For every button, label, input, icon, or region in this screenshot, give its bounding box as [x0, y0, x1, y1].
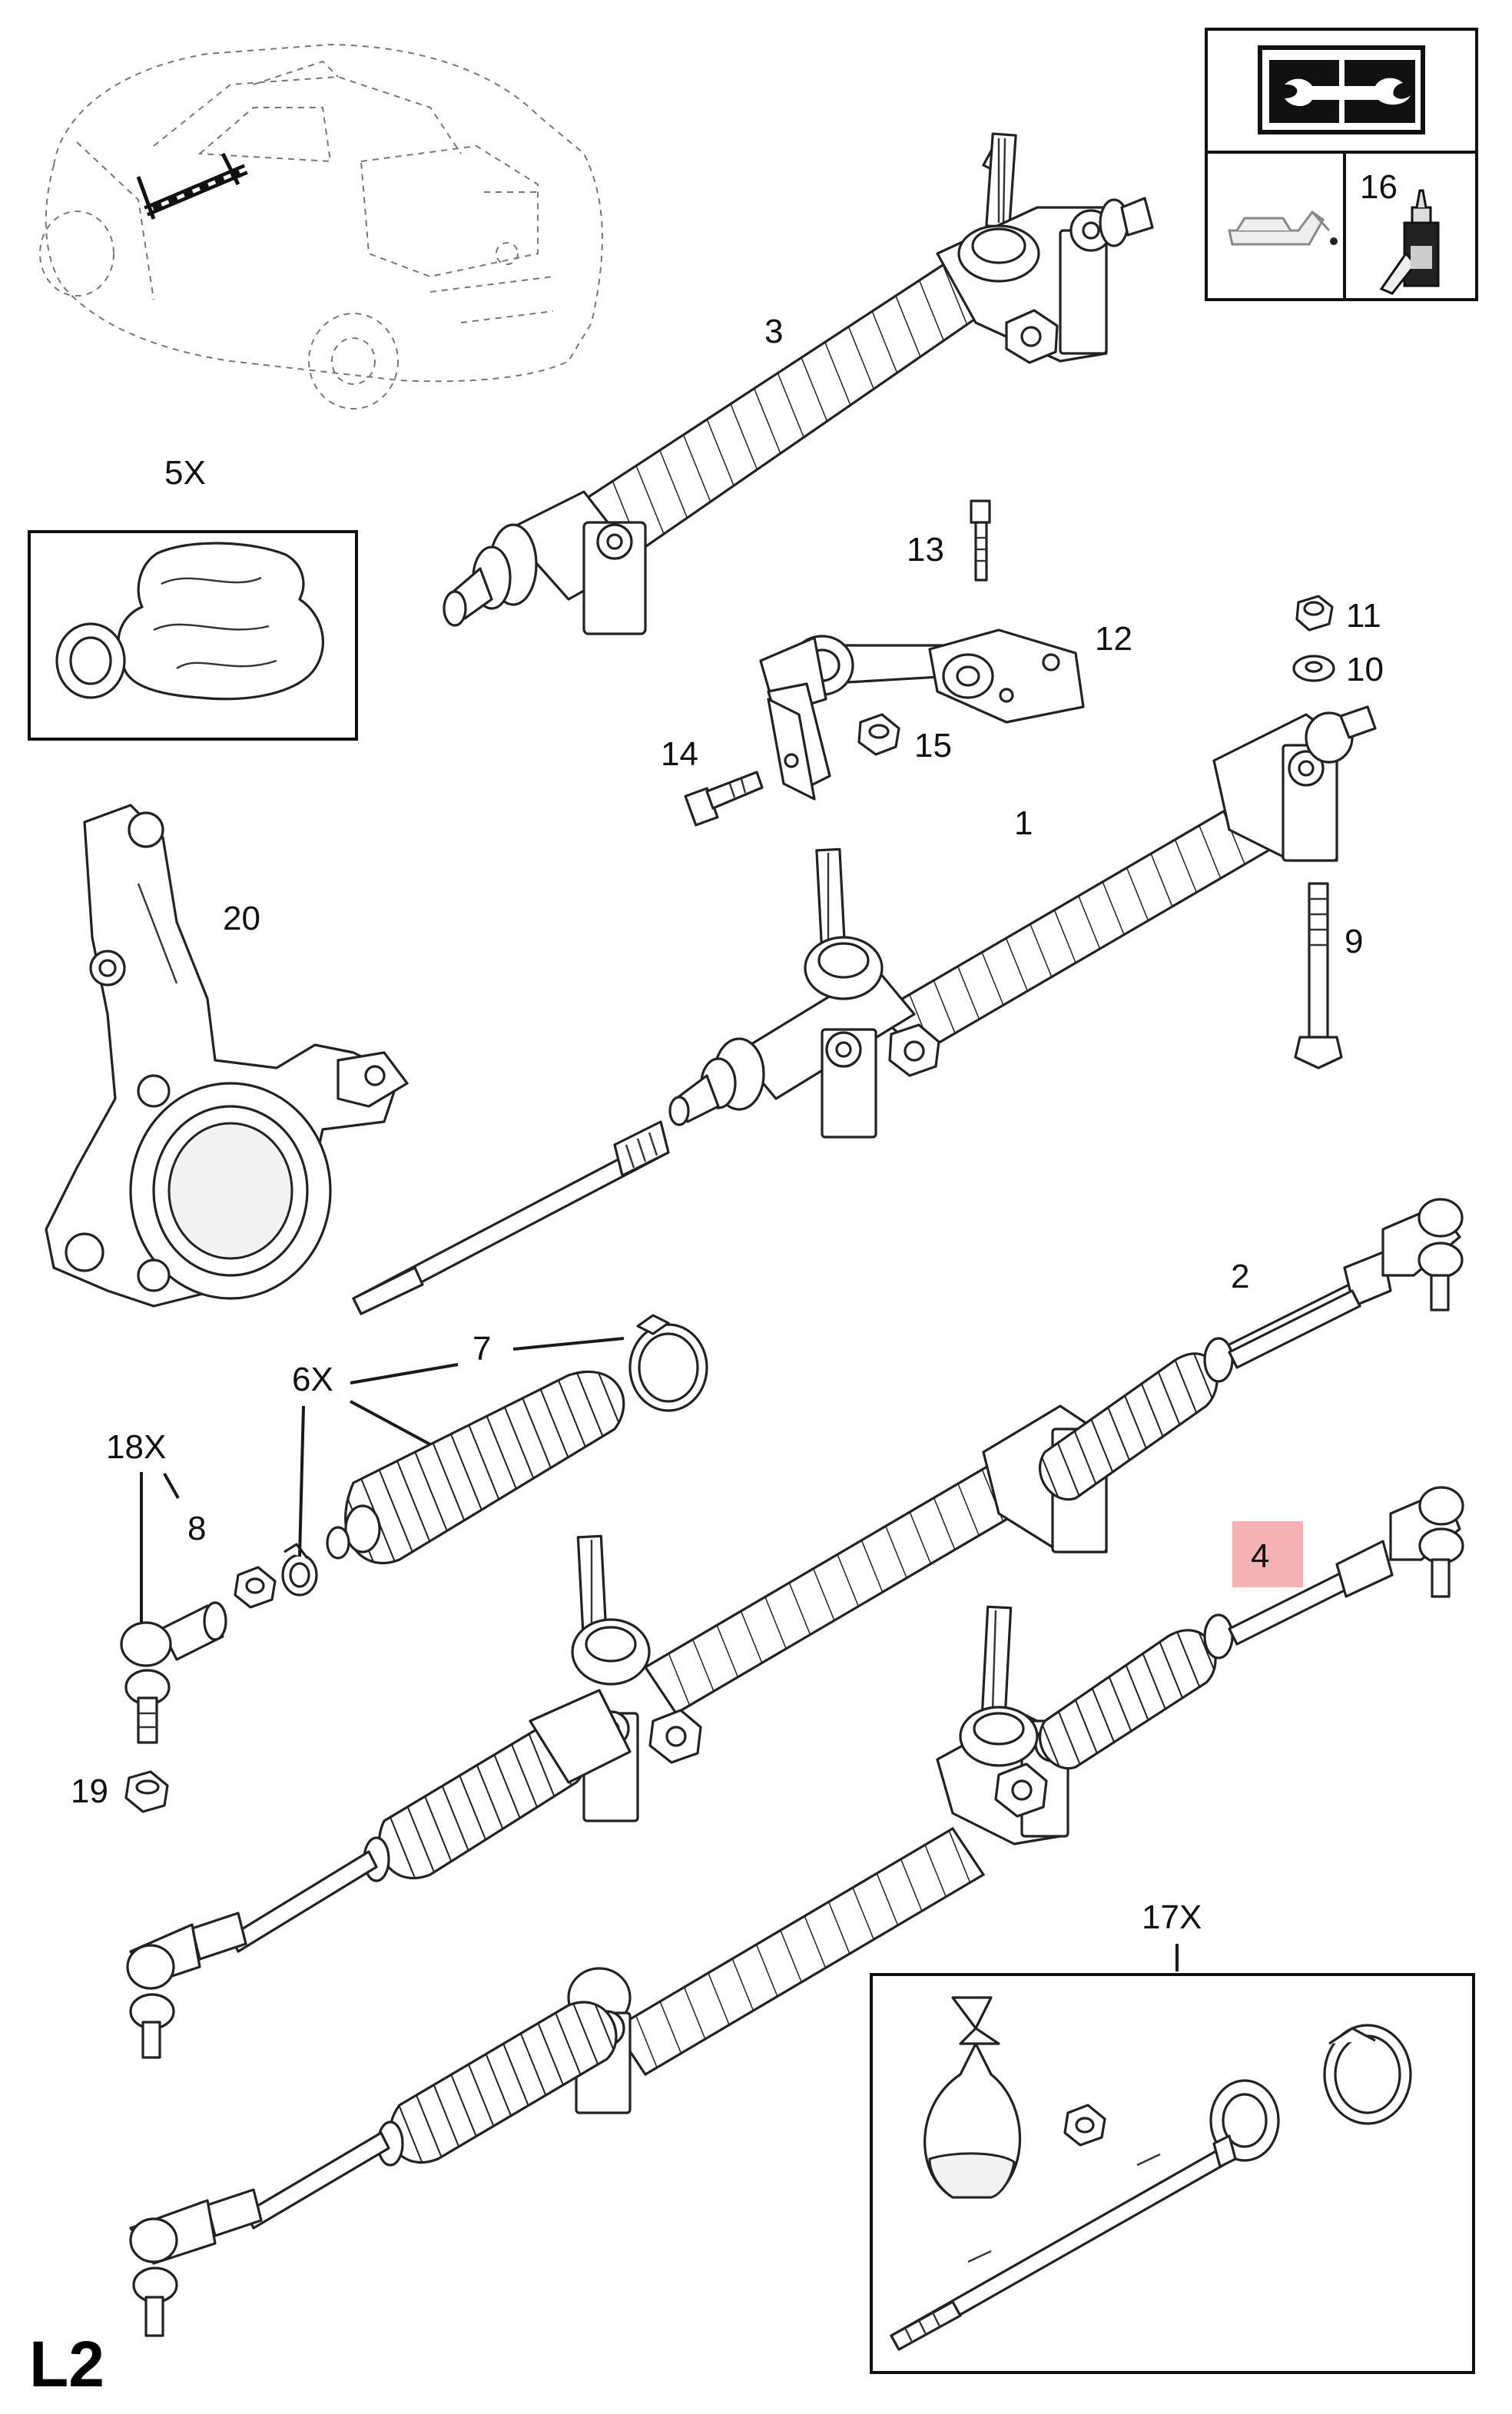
- nut-19: [124, 1770, 169, 1813]
- steering-rack-1: [668, 705, 1377, 1139]
- label-18x: 18X: [106, 1428, 166, 1466]
- intermediate-shaft-12: [759, 628, 1085, 801]
- label-8: 8: [187, 1510, 206, 1547]
- bellows-boot-6x: [281, 1370, 625, 1597]
- page-label: L2: [29, 2328, 104, 2400]
- label-20: 20: [223, 900, 260, 937]
- label-1: 1: [1014, 804, 1033, 842]
- steering-rack-assembly-3: [443, 132, 1154, 635]
- label-9: 9: [1345, 923, 1363, 960]
- tie-rod-end-18x: [120, 1601, 227, 1744]
- kit-inner-tie-rod: [890, 2079, 1280, 2351]
- inner-tie-rod-loose: [352, 1120, 670, 1315]
- steering-rack-assembly-b: [129, 1486, 1464, 2337]
- label-5x: 5X: [164, 454, 206, 492]
- label-15: 15: [914, 727, 952, 764]
- bolt-14: [684, 771, 764, 827]
- repair-kit-box-17x: [870, 1973, 1475, 2374]
- steering-rack-assembly-a: [126, 1289, 1361, 2059]
- label-10: 10: [1346, 651, 1384, 688]
- leader-7: [512, 1337, 625, 1351]
- leader-6x: [298, 1363, 459, 1557]
- washer-10: [1292, 655, 1335, 682]
- nut-8: [234, 1566, 277, 1609]
- bolt-13: [970, 499, 991, 582]
- label-7: 7: [472, 1330, 491, 1368]
- kit-nut: [1063, 2104, 1106, 2147]
- oil-can-icon: [1228, 210, 1338, 246]
- nut-11: [1295, 595, 1334, 632]
- label-6x: 6X: [292, 1361, 333, 1398]
- label-2: 2: [1231, 1258, 1249, 1295]
- manual-book-icon: [1258, 45, 1425, 134]
- kit-clamp-ring: [1323, 2024, 1412, 2125]
- grease-bottle-icon: [1379, 189, 1440, 295]
- steering-knuckle-20: [45, 804, 409, 1308]
- label-14: 14: [661, 735, 698, 773]
- label-17x: 17X: [1142, 1898, 1202, 1936]
- gasket-kit-box: [28, 530, 358, 741]
- legend-box: 16: [1205, 28, 1478, 301]
- label-16: 16: [1360, 168, 1398, 206]
- nut-15: [857, 713, 900, 756]
- leader-18x: [140, 1472, 180, 1632]
- label-13: 13: [907, 531, 944, 569]
- label-3: 3: [764, 313, 783, 350]
- long-bolt-9: [1294, 882, 1343, 1069]
- label-4-overlay: 4: [1251, 1537, 1269, 1575]
- label-19: 19: [71, 1772, 108, 1810]
- grease-bag: [923, 1996, 1021, 2199]
- highlight-marker: [1232, 1521, 1303, 1587]
- label-11: 11: [1346, 597, 1381, 635]
- clamp-ring-7: [628, 1314, 708, 1412]
- vehicle-location-sketch: [39, 43, 603, 410]
- label-12: 12: [1095, 620, 1132, 658]
- highlighted-steering-rack-location: [136, 152, 248, 220]
